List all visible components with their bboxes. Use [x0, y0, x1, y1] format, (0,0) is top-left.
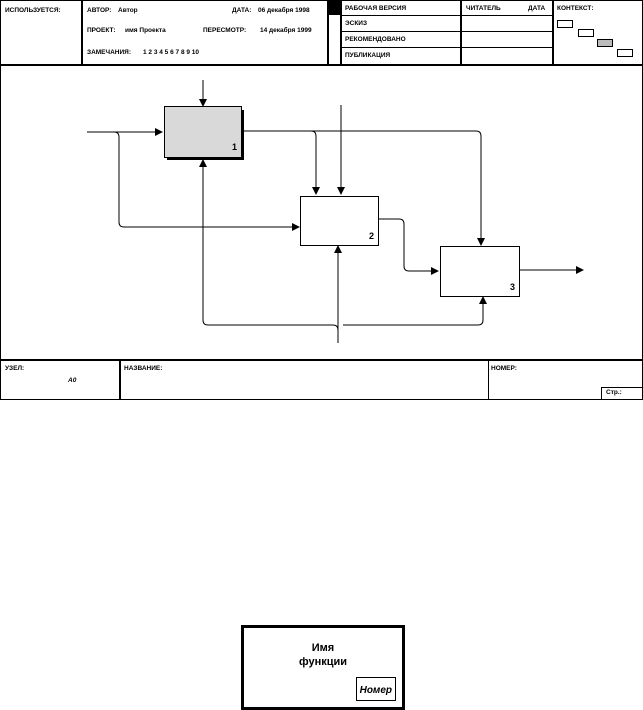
- status-recommended: РЕКОМЕНДОВАНО: [345, 36, 406, 43]
- status-draft: ЭСКИЗ: [345, 20, 368, 27]
- notes-label: ЗАМЕЧАНИЯ:: [87, 49, 131, 56]
- header-reader-cell: [460, 0, 554, 66]
- box2-number: 2: [368, 231, 374, 241]
- function-box-1[interactable]: 1: [164, 106, 242, 158]
- context-thumb-box: [578, 29, 594, 37]
- header-status-cell: [340, 0, 462, 66]
- review-value: 14 декабря 1999: [260, 27, 312, 34]
- page-label: Стр.:: [606, 389, 622, 396]
- context-thumb-box: [557, 20, 573, 28]
- reader-date-label: ДАТА: [528, 5, 546, 12]
- reader-label: ЧИТАТЕЛЬ: [466, 5, 501, 12]
- notes-value: 1 2 3 4 5 6 7 8 9 10: [143, 49, 200, 56]
- legend-function-name-line2: функции: [298, 656, 348, 668]
- date-label: ДАТА:: [232, 7, 252, 14]
- header-status-marker-cell: [327, 0, 342, 66]
- legend-function-name-line1: Имя: [311, 642, 335, 654]
- arrow-input-branch-box2: [118, 137, 300, 231]
- used-in-label: ИСПОЛЬЗУЕТСЯ:: [5, 7, 61, 14]
- legend-number-box: Номер: [355, 677, 396, 701]
- footer-title-cell: [119, 359, 489, 400]
- date-value: 06 декабря 1998: [258, 7, 310, 14]
- arrow-mechanism-box3: [343, 296, 487, 326]
- footer-node-cell: [0, 359, 121, 400]
- node-label: УЗЕЛ:: [5, 365, 25, 372]
- box3-number: 3: [509, 282, 515, 292]
- status-working: РАБОЧАЯ ВЕРСИЯ: [345, 5, 407, 12]
- box1-number: 1: [231, 142, 237, 152]
- context-thumb-box-current: [597, 39, 613, 47]
- status-publication: ПУБЛИКАЦИЯ: [345, 52, 391, 59]
- context-thumb-box: [617, 49, 633, 57]
- legend-function-box: Имя функции Номер: [241, 625, 405, 710]
- node-value: А0: [68, 377, 77, 384]
- review-label: ПЕРЕСМОТР:: [203, 27, 247, 34]
- status-divider: [340, 15, 552, 16]
- legend-number-label: Номер: [359, 685, 392, 696]
- arrow-mechanism-bus: [199, 159, 339, 343]
- header-author-cell: [81, 0, 329, 66]
- author-label: АВТОР:: [87, 7, 112, 14]
- function-box-2[interactable]: 2: [300, 196, 379, 246]
- status-current-marker: [328, 1, 340, 15]
- project-label: ПРОЕКТ:: [87, 27, 116, 34]
- arrow-box2-to-box3: [378, 218, 439, 275]
- header-used-cell: [0, 0, 83, 66]
- author-value: Автор: [118, 7, 138, 14]
- arrow-box1-to-box2: [310, 130, 320, 195]
- status-divider: [340, 31, 552, 32]
- title-label: НАЗВАНИЕ:: [124, 365, 163, 372]
- status-divider: [340, 47, 552, 48]
- number-label: НОМЕР:: [491, 365, 517, 372]
- arrow-input-box1: [87, 132, 162, 137]
- arrow-box1-output: [243, 130, 485, 246]
- project-value: имя Проекта: [125, 27, 166, 34]
- function-box-3[interactable]: 3: [440, 246, 520, 297]
- context-label: КОНТЕКСТ:: [557, 5, 594, 12]
